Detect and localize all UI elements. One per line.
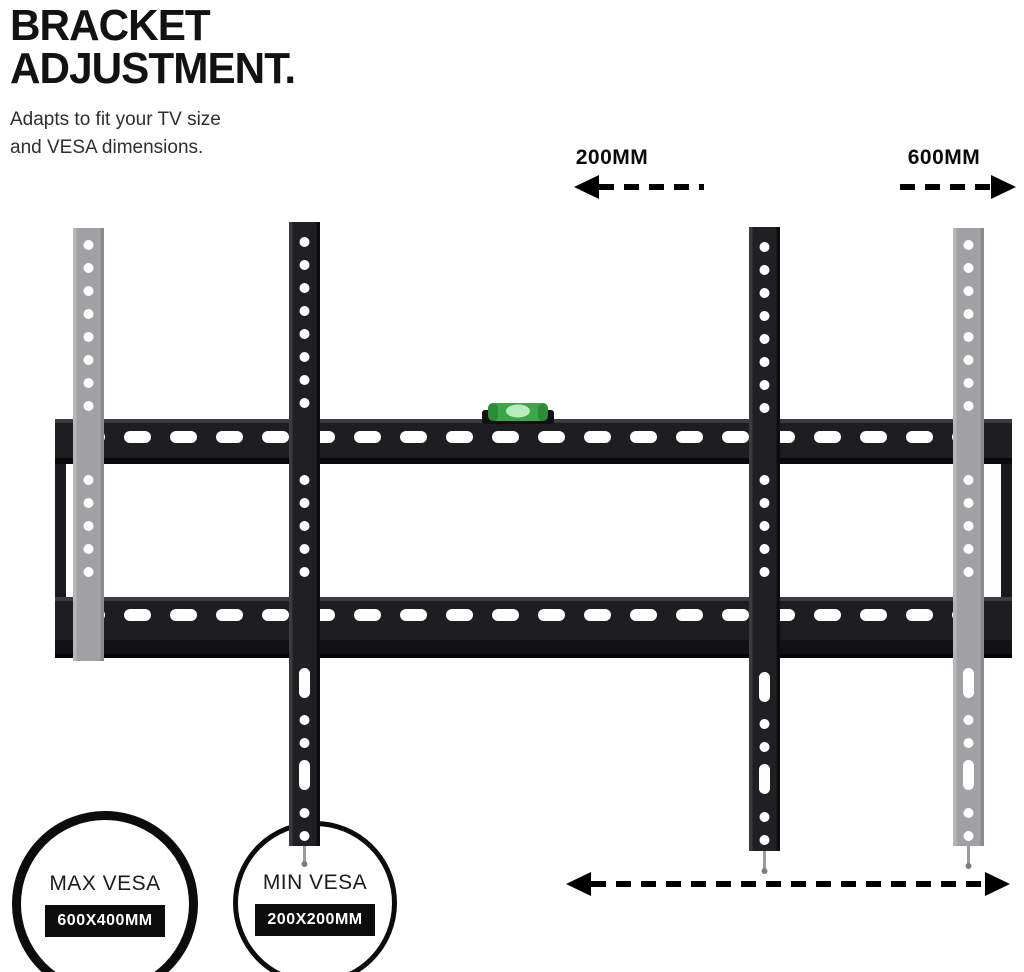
page-subtitle: Adapts to fit your TV size and VESA dime… [10,106,307,161]
mounting-pins [301,846,972,874]
subtitle-line-2: and VESA dimensions. [10,136,204,158]
bottom-range-arrow-icon [566,872,1010,896]
min-vesa-label: MIN VESA [262,870,368,894]
max-width-label: 600MM [907,146,981,169]
black-vertical-bracket-right [749,227,780,851]
subtitle-line-1: Adapts to fit your TV size [10,109,221,131]
header: BRACKET ADJUSTMENT. Adapts to fit your T… [10,1,307,161]
black-vertical-bracket-left [289,222,320,846]
gray-vertical-bracket-left [73,228,104,661]
min-width-label: 200MM [575,146,649,169]
max-vesa-badge: MAX VESA 600X400MM [12,811,198,972]
title-line-1: BRACKET [10,1,211,50]
max-vesa-label: MAX VESA [49,871,161,895]
page-title: BRACKET ADJUSTMENT. [10,1,307,94]
min-vesa-badge: MIN VESA 200X200MM [233,821,397,972]
top-range-arrow-icon [574,175,1016,199]
spirit-level-icon [482,403,554,424]
gray-vertical-bracket-right [953,228,984,846]
min-vesa-value: 200X200MM [255,903,375,936]
horizontal-rails [55,419,1012,658]
max-vesa-value: 600X400MM [45,904,165,937]
title-line-2: ADJUSTMENT. [10,44,296,94]
